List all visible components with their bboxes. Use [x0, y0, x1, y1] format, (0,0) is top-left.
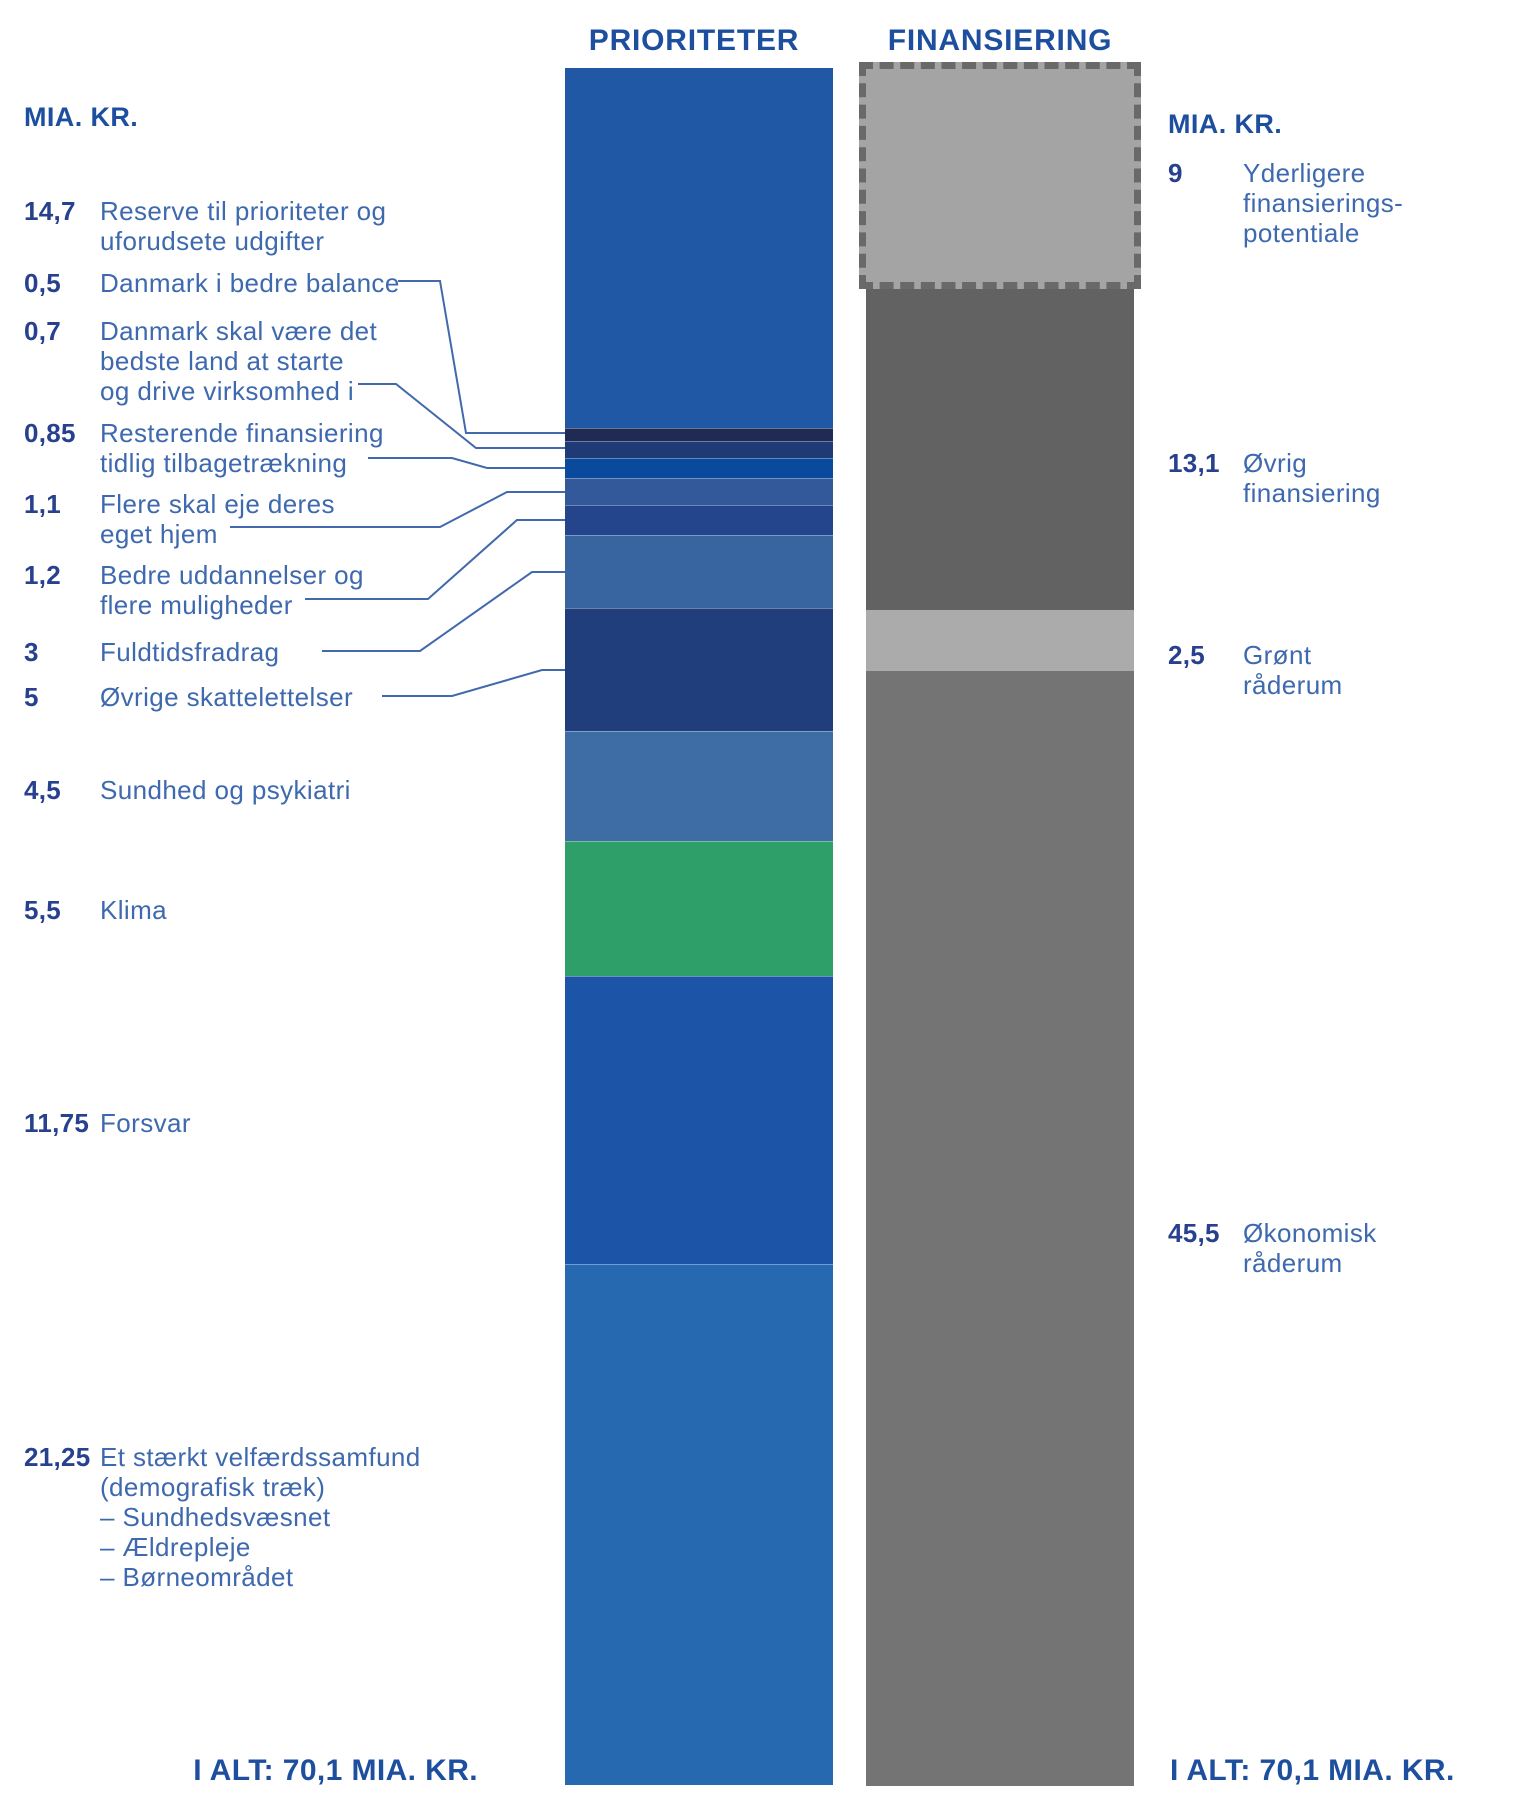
- segment-value: 1,2: [24, 560, 62, 590]
- prioriteter-segment-2: [565, 440, 833, 458]
- segment-value: 0,85: [24, 418, 76, 448]
- finansiering-segment-0: [859, 62, 1141, 289]
- segment-value: 1,1: [24, 489, 62, 519]
- prioriteter-segment-0: [565, 68, 833, 429]
- segment-label: Klima: [100, 895, 168, 925]
- prioriteter-segment-1: [565, 428, 833, 441]
- dashed-potential-box: [859, 62, 1141, 289]
- prioriteter-segment-8: [565, 730, 833, 842]
- segment-value: 14,7: [24, 196, 76, 226]
- prioriteter-segment-11: [565, 1263, 833, 1785]
- prioriteter-segment-3: [565, 457, 833, 479]
- segment-label: Forsvar: [100, 1108, 191, 1138]
- segment-label: Fuldtidsfradrag: [100, 637, 280, 667]
- prioriteter-stacked-bar: [565, 68, 833, 1786]
- finansiering-segment-2: [866, 609, 1134, 671]
- right-unit-label: MIA. KR.: [1168, 109, 1283, 139]
- leader-line-2: [368, 457, 565, 469]
- prioriteter-segment-10: [565, 975, 833, 1264]
- segment-value: 13,1: [1168, 448, 1220, 478]
- leader-line-1: [358, 383, 565, 449]
- segment-value: 0,5: [24, 268, 62, 298]
- finansiering-stacked-bar: [859, 62, 1141, 1786]
- segment-value: 5,5: [24, 895, 62, 925]
- segment-value: 45,5: [1168, 1218, 1220, 1248]
- leader-line-0: [398, 280, 565, 434]
- segment-value: 21,25: [24, 1442, 91, 1472]
- left-total: I ALT: 70,1 MIA. KR.: [193, 1754, 478, 1787]
- prioriteter-segment-5: [565, 505, 833, 535]
- segment-label: Et stærkt velfærdssamfund(demografisk tr…: [100, 1442, 421, 1592]
- prioriteter-segment-4: [565, 478, 833, 506]
- left-column-title: PRIORITETER: [588, 24, 800, 57]
- left-unit-label: MIA. KR.: [24, 102, 139, 132]
- segment-value: 3: [24, 637, 39, 667]
- finansiering-segment-1: [866, 288, 1134, 610]
- finansiering-segment-3: [866, 670, 1134, 1786]
- prioriteter-segment-7: [565, 608, 833, 731]
- prioriteter-segment-6: [565, 534, 833, 609]
- segment-value: 2,5: [1168, 640, 1206, 670]
- segment-value: 5: [24, 682, 39, 712]
- right-column-title: FINANSIERING: [887, 24, 1113, 57]
- segment-label: Øvrige skattelettelser: [100, 682, 354, 712]
- segment-label: Sundhed og psykiatri: [100, 775, 351, 805]
- segment-value: 9: [1168, 158, 1183, 188]
- segment-value: 11,75: [24, 1108, 90, 1138]
- right-total: I ALT: 70,1 MIA. KR.: [1170, 1754, 1455, 1787]
- segment-value: 0,7: [24, 316, 62, 346]
- segment-value: 4,5: [24, 775, 62, 805]
- segment-label: Danmark i bedre balance: [100, 268, 400, 298]
- leader-line-6: [382, 669, 565, 697]
- prioriteter-segment-9: [565, 841, 833, 976]
